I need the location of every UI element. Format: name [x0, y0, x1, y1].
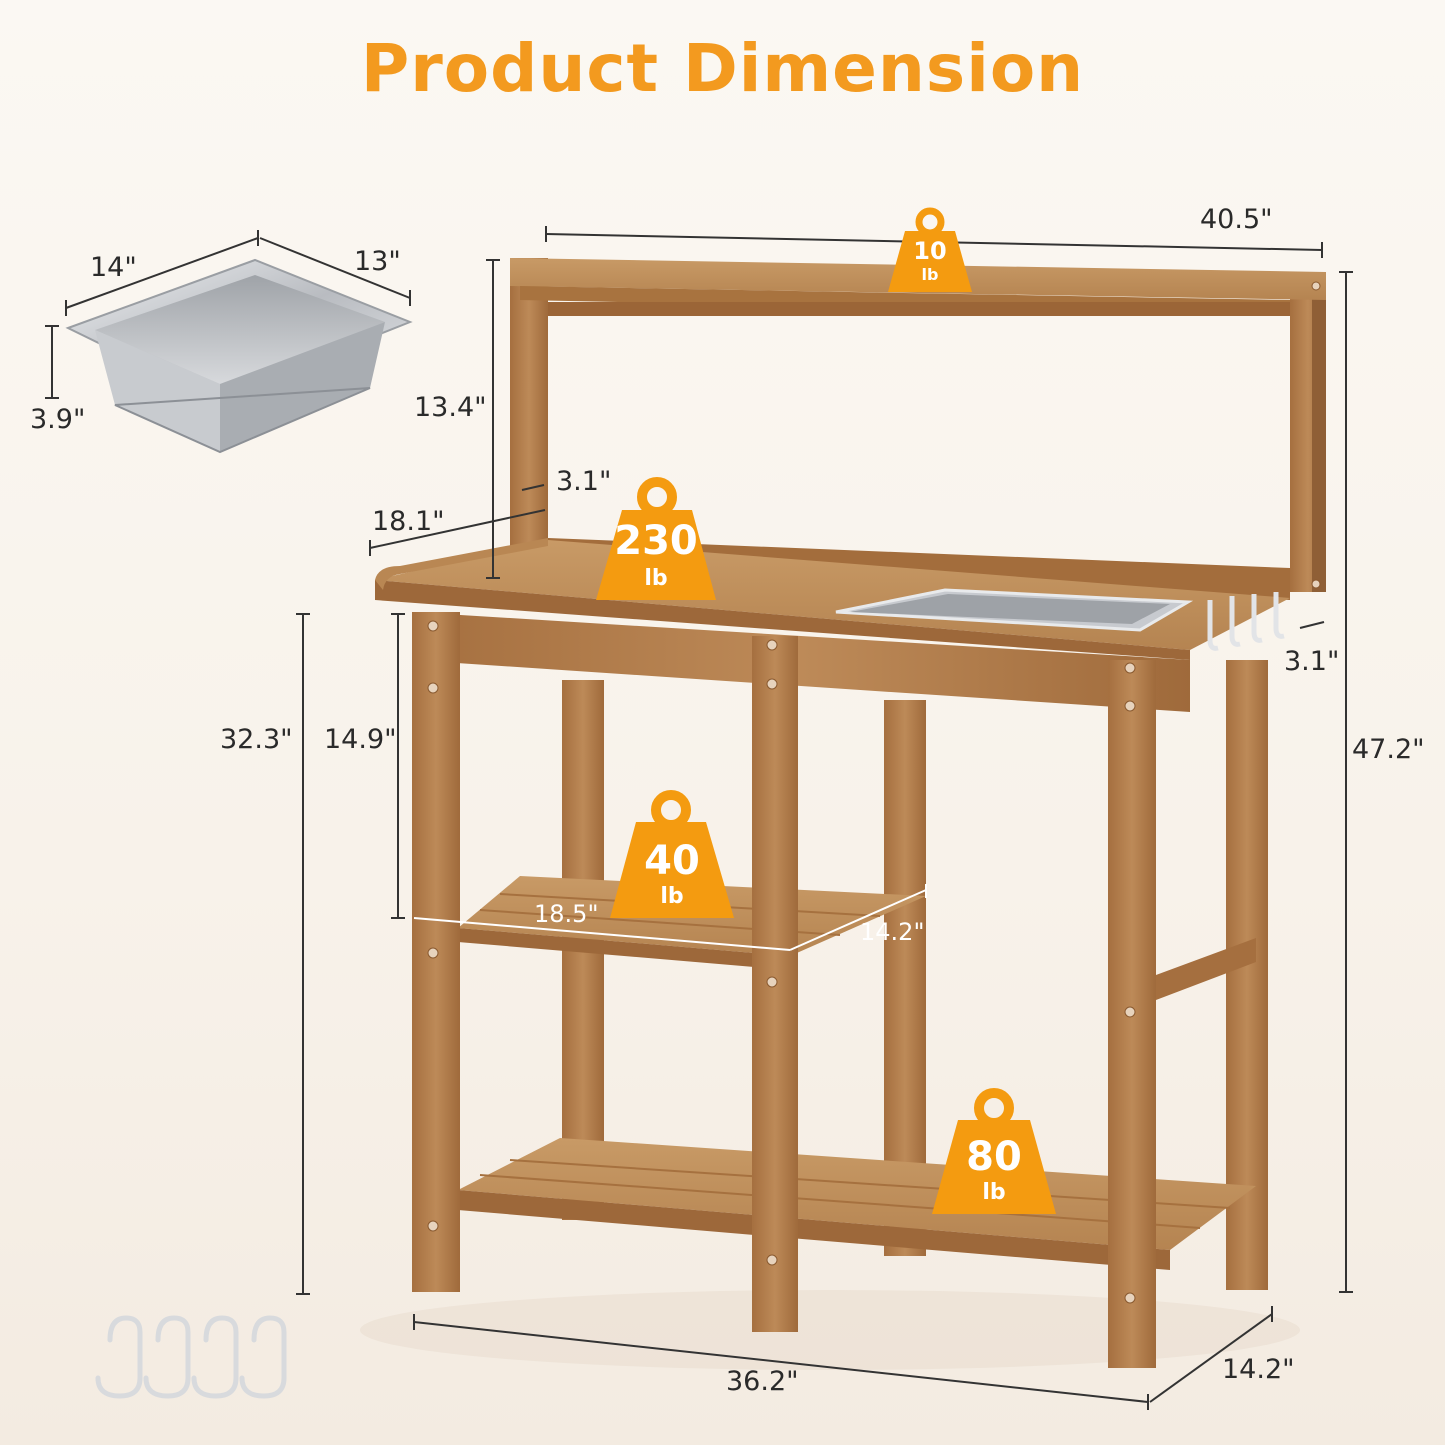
bottom-shelf-weight-value: 80	[966, 1134, 1022, 1180]
top-depth-label: 18.1"	[372, 506, 445, 537]
table-height-label: 32.3"	[220, 724, 293, 755]
sink-basin-icon	[65, 258, 413, 454]
bottom-shelf-weight-unit: lb	[982, 1180, 1006, 1205]
weight-icon	[596, 207, 1056, 1214]
top-shelf-weight-value: 10	[913, 237, 947, 265]
s-hook-icon	[95, 1315, 287, 1399]
back-rail-label: 3.1"	[556, 466, 612, 497]
total-height-label: 47.2"	[1352, 734, 1425, 765]
top-width-label: 40.5"	[1200, 204, 1273, 235]
upper-shelf-height-label: 13.4"	[414, 392, 487, 423]
tabletop-weight-unit: lb	[644, 566, 668, 591]
mid-shelf-depth-label: 14.2"	[860, 918, 925, 946]
base-width-label: 36.2"	[726, 1366, 799, 1397]
page-title: Product Dimension	[360, 30, 1085, 107]
middle-shelf-weight-unit: lb	[660, 884, 684, 909]
side-hooks	[1207, 592, 1285, 651]
tabletop-weight-value: 230	[614, 518, 698, 564]
top-shelf-weight-unit: lb	[921, 265, 939, 284]
sink-depth-label: 3.9"	[30, 404, 86, 435]
sink-length-label: 14"	[90, 252, 137, 283]
sink-width-label: 13"	[354, 246, 401, 277]
middle-shelf-weight-value: 40	[644, 838, 700, 884]
base-depth-label: 14.2"	[1222, 1354, 1295, 1385]
mid-shelf-width-label: 18.5"	[534, 900, 599, 928]
hook-rail-label: 3.1"	[1284, 646, 1340, 677]
clearance-height-label: 14.9"	[324, 724, 397, 755]
